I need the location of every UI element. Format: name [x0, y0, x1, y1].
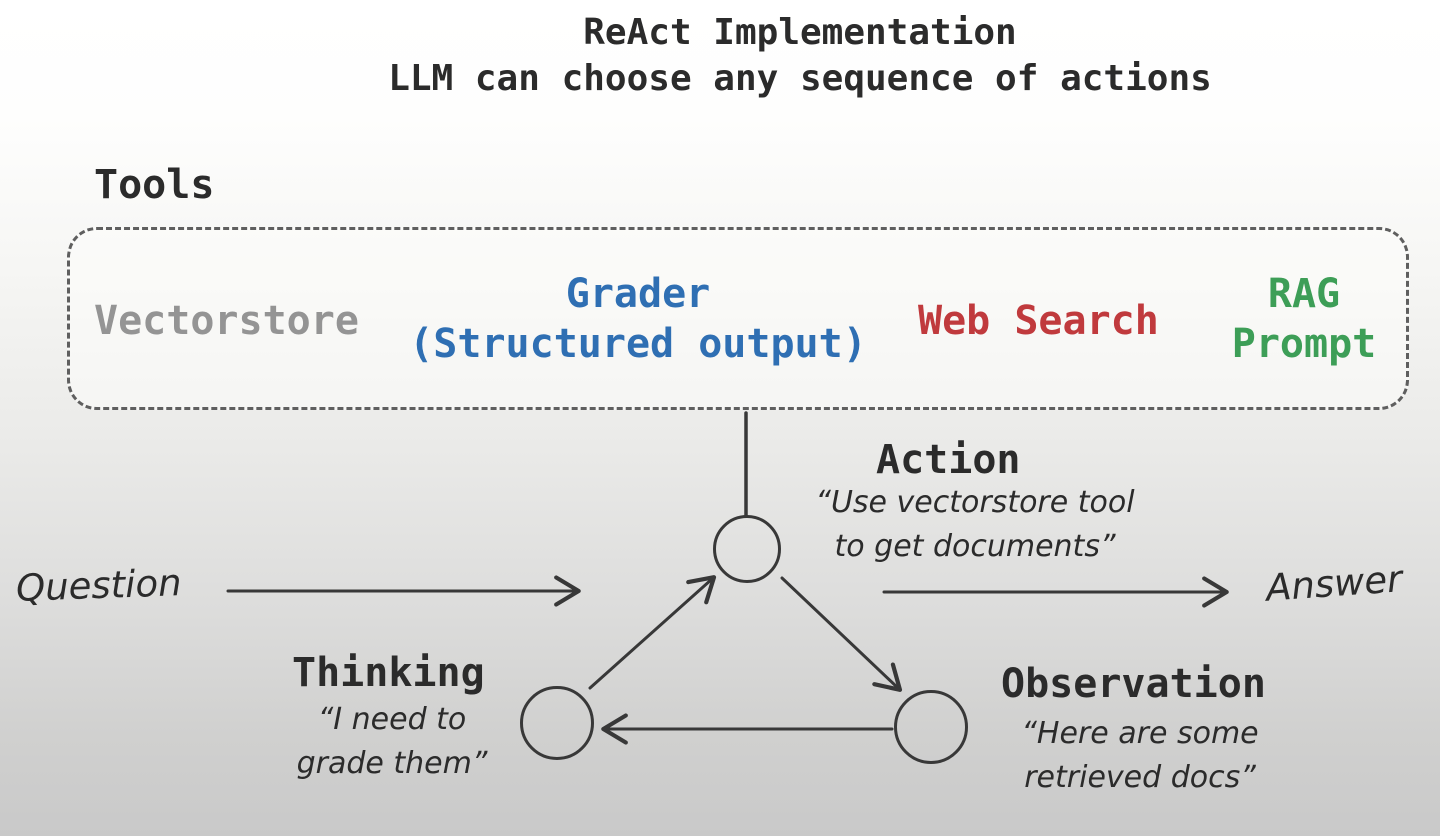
action-node-circle — [713, 515, 781, 583]
tool-web-search: Web Search — [918, 296, 1159, 346]
action-label: Action — [876, 437, 1021, 483]
observation-quote: “Here are some retrieved docs” — [980, 712, 1300, 800]
action-quote-line-1: “Use vectorstore tool — [815, 485, 1135, 520]
answer-label: Answer — [1264, 557, 1404, 610]
thinking-label: Thinking — [292, 650, 485, 696]
observation-node-circle — [894, 690, 968, 764]
tool-grader-label-line-2: (Structured output) — [409, 321, 867, 367]
thinking-quote-line-1: “I need to — [317, 702, 467, 737]
action-quote: “Use vectorstore tool to get documents” — [770, 481, 1180, 569]
observation-label: Observation — [1001, 661, 1266, 707]
action-quote-line-2: to get documents” — [834, 529, 1116, 564]
observation-quote-line-2: retrieved docs” — [1024, 760, 1256, 795]
tool-rag-prompt: RAG Prompt — [1204, 269, 1404, 369]
tool-grader-label-line-1: Grader — [565, 271, 711, 317]
tools-section-label: Tools — [94, 162, 215, 208]
tool-rag-prompt-label-line-2: Prompt — [1231, 321, 1377, 367]
action-to-observation-arrow — [780, 576, 903, 692]
title-line-2: LLM can choose any sequence of actions — [388, 58, 1212, 99]
tool-rag-prompt-label-line-1: RAG — [1267, 271, 1341, 317]
title-line-1: ReAct Implementation — [583, 12, 1017, 53]
thinking-node-circle — [520, 686, 594, 760]
tools-box: Vectorstore Grader (Structured output) W… — [67, 227, 1409, 410]
tool-web-search-label: Web Search — [918, 298, 1159, 344]
tool-vectorstore: Vectorstore — [94, 296, 359, 346]
tool-grader: Grader (Structured output) — [358, 269, 918, 369]
thinking-quote-line-2: grade them” — [296, 746, 488, 781]
thinking-quote: “I need to grade them” — [277, 698, 507, 786]
thinking-to-action-arrow — [588, 575, 717, 690]
observation-quote-line-1: “Here are some — [1021, 716, 1259, 751]
question-label: Question — [15, 561, 183, 610]
diagram-title: ReAct Implementation LLM can choose any … — [160, 10, 1440, 102]
tool-vectorstore-label: Vectorstore — [94, 298, 359, 344]
